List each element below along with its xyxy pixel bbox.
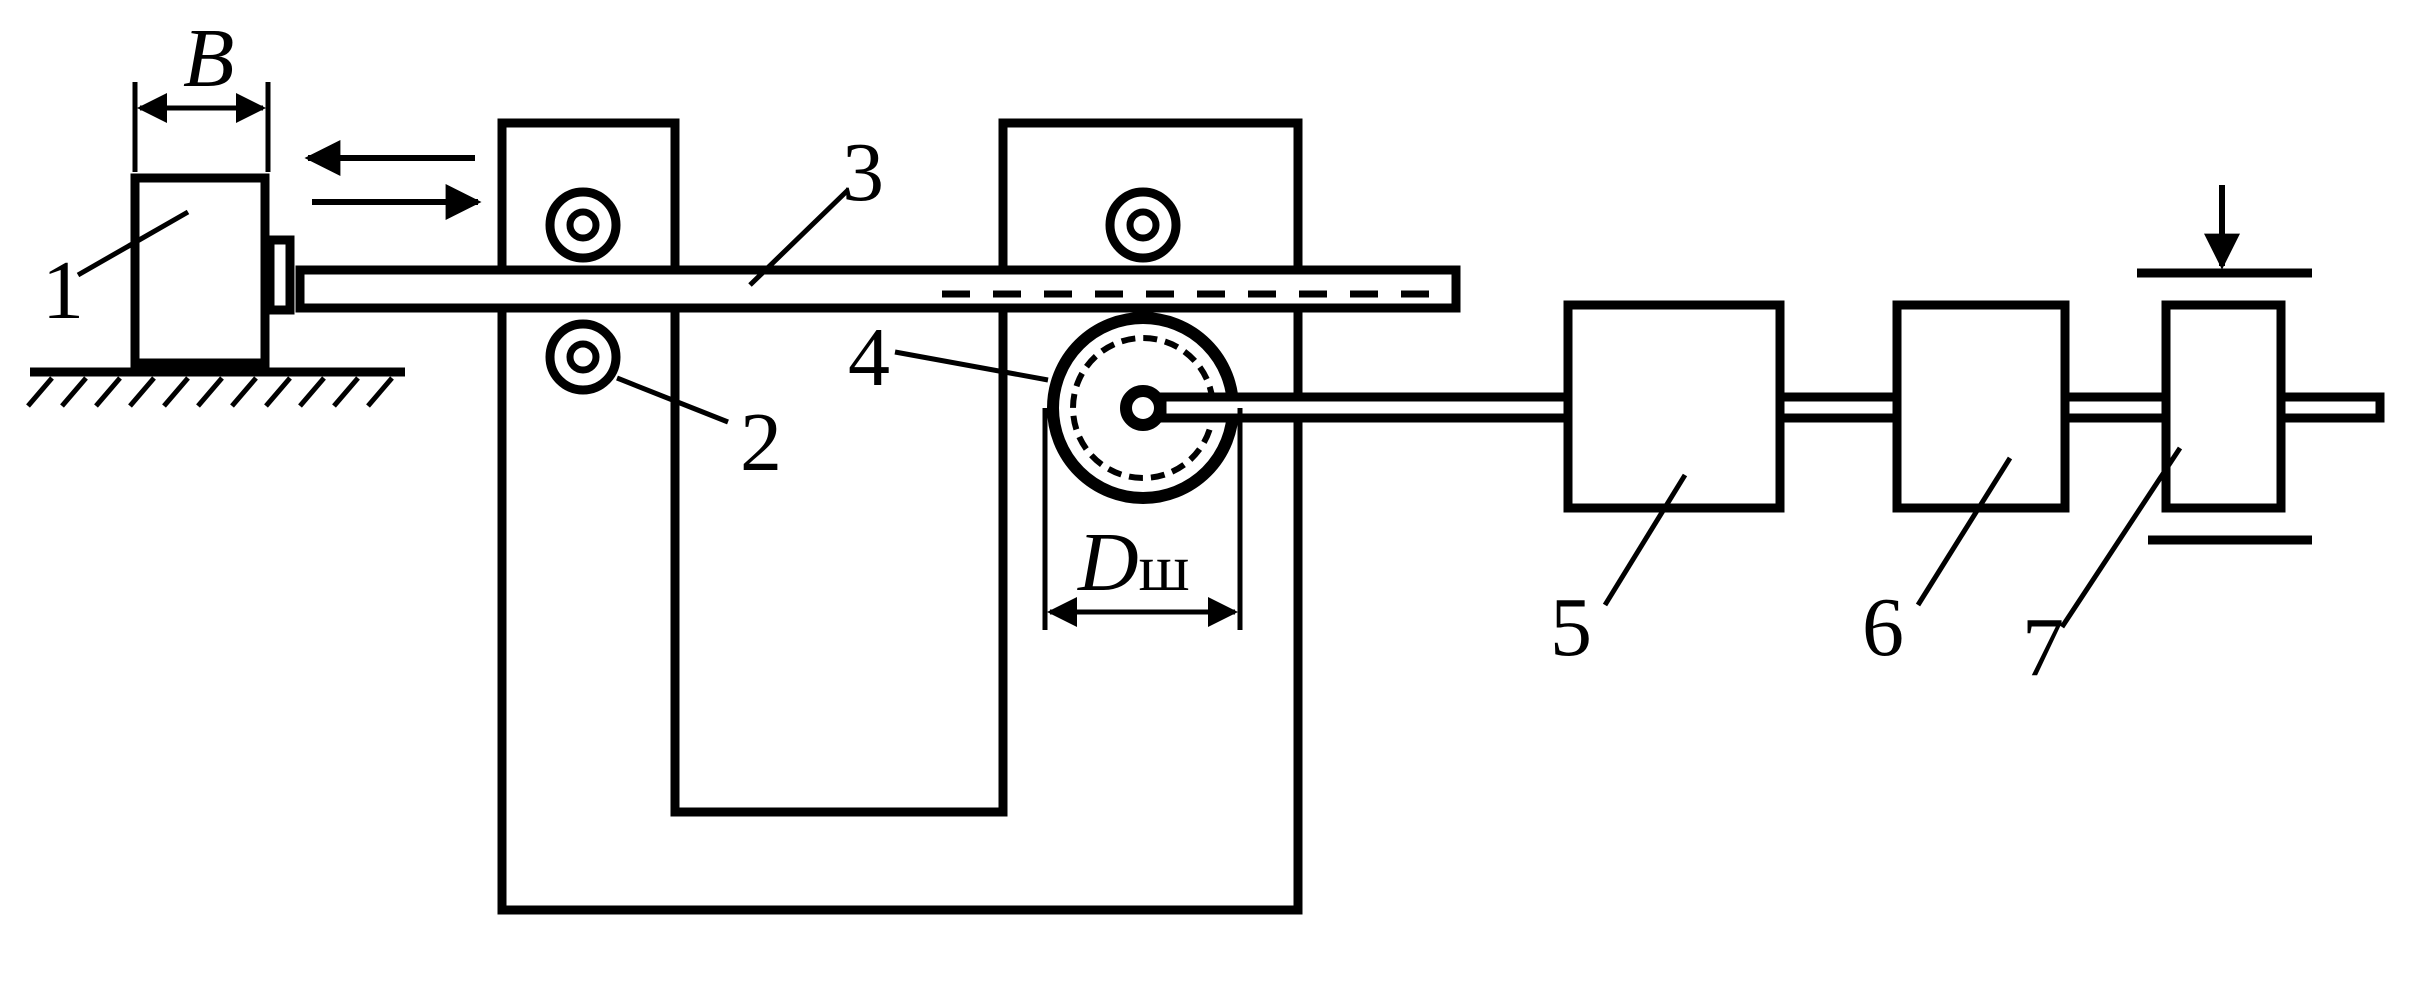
block-7 <box>2161 300 2286 513</box>
label-4: 4 <box>848 311 890 404</box>
ground-hatch <box>26 367 405 408</box>
frame <box>497 118 1303 915</box>
label-d-symbol: D <box>1077 516 1139 609</box>
block-1 <box>130 173 295 368</box>
dimension-d <box>1042 408 1243 630</box>
roller-top-right <box>1105 187 1181 263</box>
label-7: 7 <box>2022 601 2064 694</box>
block-5 <box>1563 300 1785 513</box>
block-6 <box>1892 300 2070 513</box>
label-3: 3 <box>842 126 884 219</box>
roller-bottom-left <box>545 319 621 395</box>
dimension-b <box>132 82 271 172</box>
label-5: 5 <box>1550 581 1592 674</box>
leaders <box>76 188 2183 629</box>
label-1: 1 <box>42 244 84 337</box>
label-d-shaft: Dш <box>1077 516 1190 609</box>
rack-3 <box>295 265 1461 313</box>
label-2: 2 <box>740 396 782 489</box>
label-d-subscript: ш <box>1139 532 1190 605</box>
label-6: 6 <box>1862 581 1904 674</box>
roller-top-left <box>545 187 621 263</box>
label-b: B <box>183 12 234 105</box>
